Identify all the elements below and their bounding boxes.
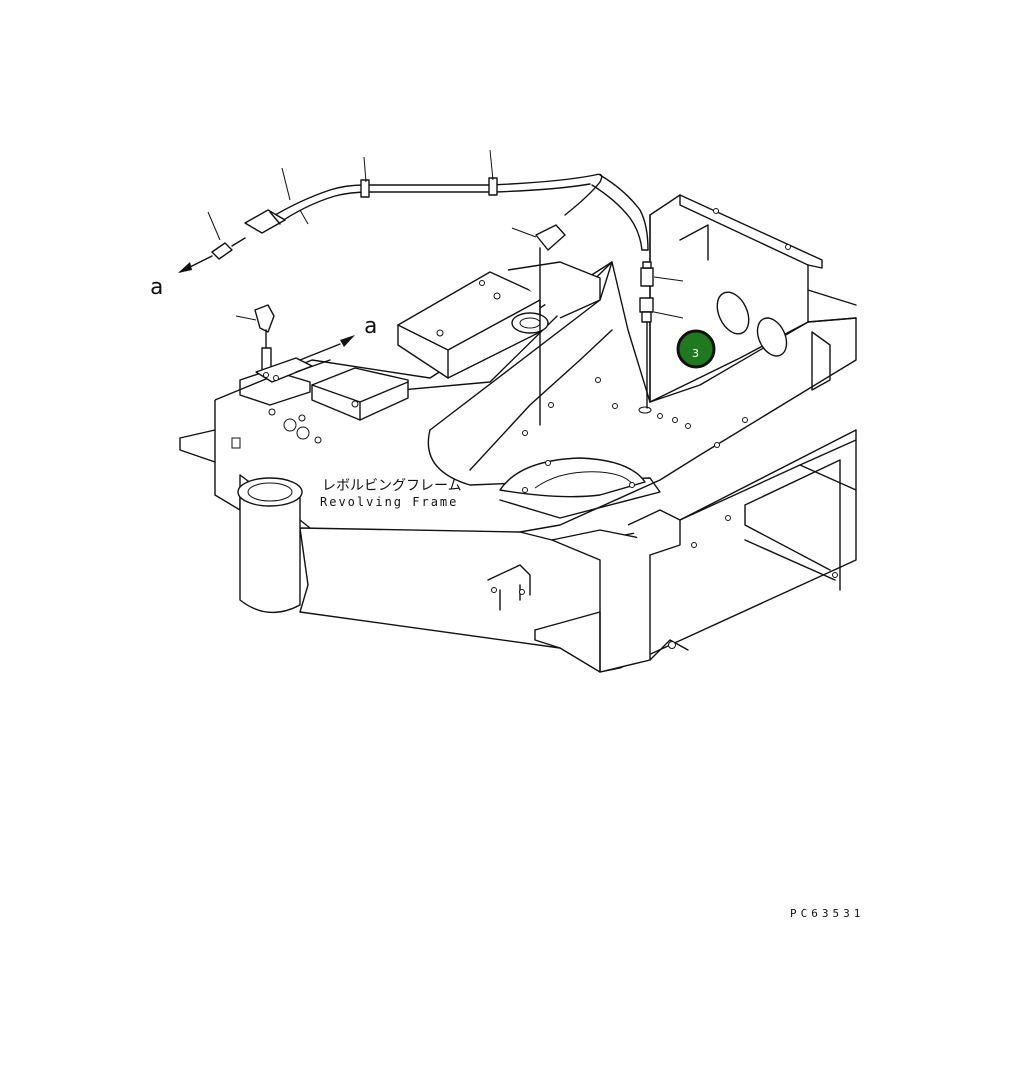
frame-name-english: Revolving Frame xyxy=(320,495,458,509)
leader-lines xyxy=(207,149,684,321)
callout-3-circle[interactable] xyxy=(676,329,716,369)
grease-hose-assembly xyxy=(178,173,654,426)
frame-name-japanese: レボルビングフレーム xyxy=(322,478,462,494)
view-a-label-left: a xyxy=(150,275,163,300)
callout-3[interactable]: 3 xyxy=(676,329,716,369)
drawing-number: PC63531 xyxy=(790,907,864,920)
revolving-frame xyxy=(179,194,857,673)
callout-3-number: 3 xyxy=(692,347,699,360)
view-a-label-right: a xyxy=(364,314,377,339)
